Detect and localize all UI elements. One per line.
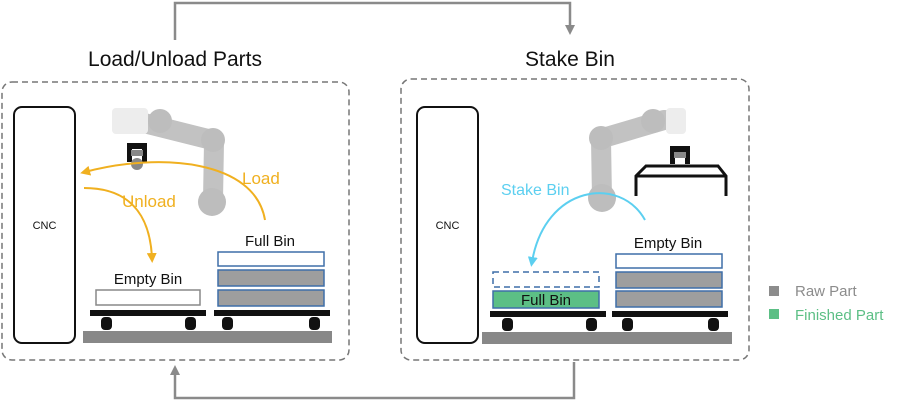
stake-bin-label: Stake Bin [501,182,569,199]
raw-part-swatch [769,286,779,296]
robot-arm-icon [588,108,728,212]
empty-bin [95,289,201,306]
load-label: Load [242,169,280,188]
raw-part-label: Raw Part [795,283,858,300]
cnc-label: CNC [33,220,57,232]
unload-arrow [83,187,157,263]
finished-part-swatch [769,309,779,319]
flow-arrow-top [173,1,575,40]
left-panel: CNC Load Unload Empty Bin Full Bin [1,81,350,361]
cnc-machine [416,106,479,344]
cart-left [490,311,606,331]
conveyor-base [482,332,732,344]
full-bin-stack [217,251,325,307]
cnc-label: CNC [436,220,460,232]
right-panel: CNC Stake Bin Full Bin Empty Bin [400,78,750,361]
right-panel-title: Stake Bin [525,48,615,71]
dashed-bin-target [492,271,600,288]
empty-bin-label: Empty Bin [114,271,182,288]
finished-part-label: Finished Part [795,307,884,324]
cart-left [90,310,206,330]
empty-bin-stack [615,253,723,308]
stake-bin-arrow [527,192,646,267]
flow-arrow-bottom [170,362,576,400]
full-bin [492,290,600,309]
left-panel-title: Load/Unload Parts [88,48,262,71]
unload-label: Unload [122,192,176,211]
cnc-machine [13,106,76,344]
full-bin-label: Full Bin [521,292,571,309]
cart-right [214,310,330,330]
conveyor-base [83,331,332,343]
empty-bin-label: Empty Bin [634,235,702,252]
load-arrow [80,161,266,221]
full-bin-label: Full Bin [245,233,295,250]
legend: Raw Part Finished Part [769,283,884,324]
cart-right [612,311,728,331]
